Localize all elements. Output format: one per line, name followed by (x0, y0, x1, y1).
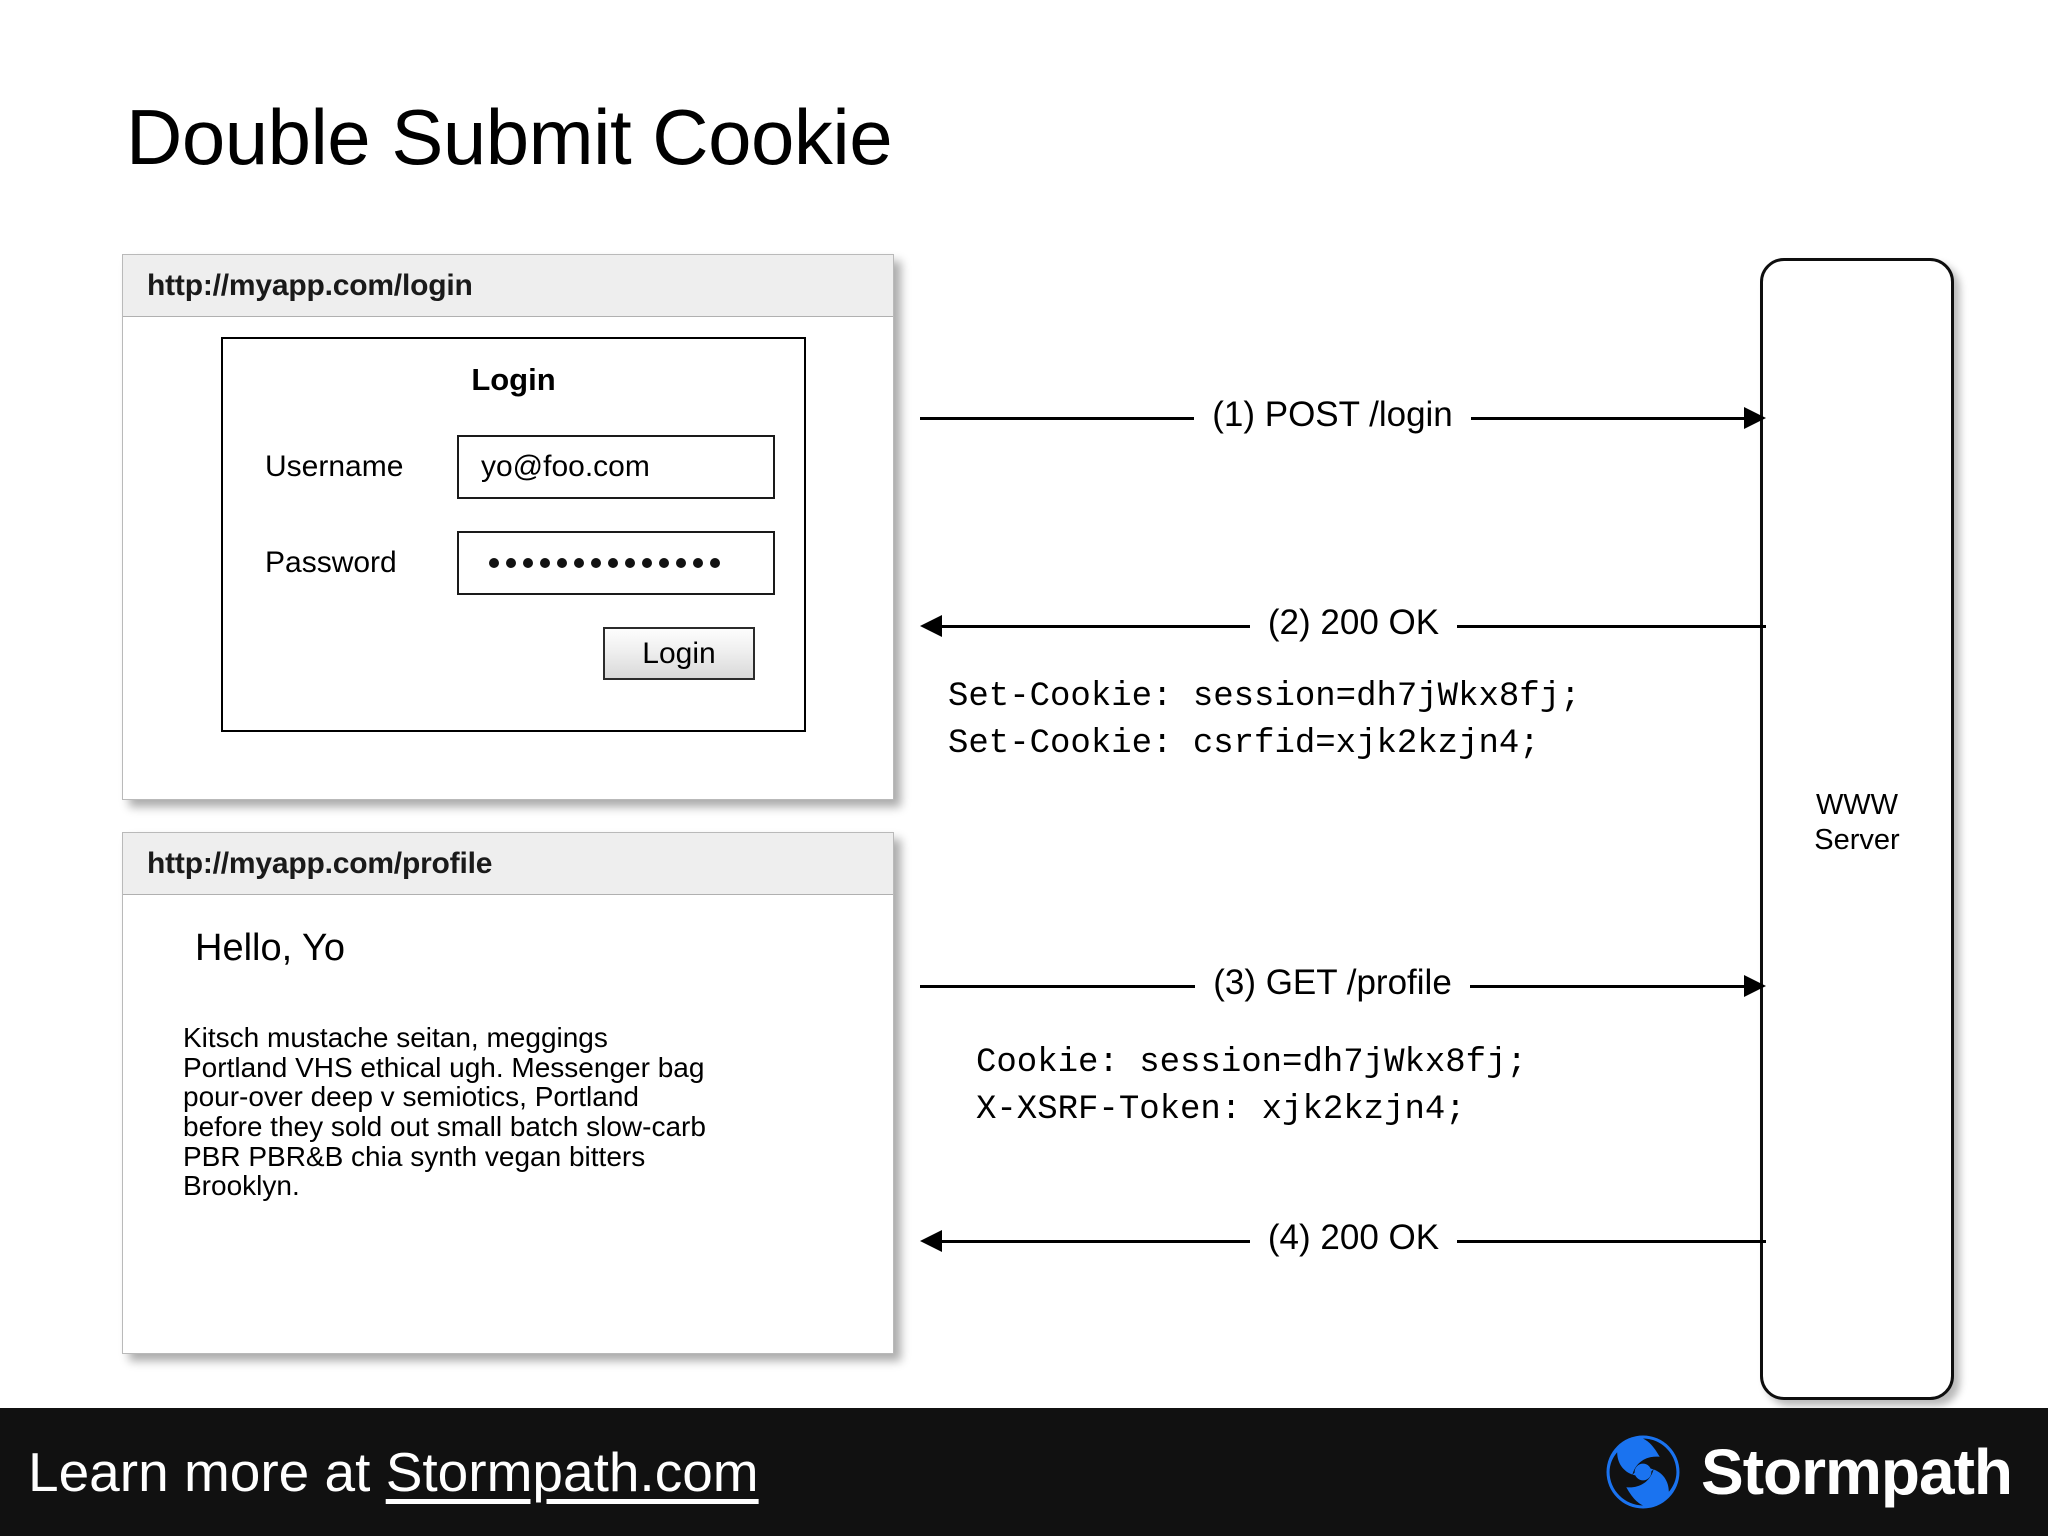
login-page-body: Login Username yo@foo.com Password Login (123, 317, 893, 799)
stormpath-wordmark: Stormpath (1701, 1436, 2013, 1508)
arrow-head-left-icon (920, 1230, 942, 1252)
footer-cta-prefix: Learn more at (28, 1441, 386, 1503)
arrow-line-left (941, 1239, 1250, 1243)
response-headers-block: Set-Cookie: session=dh7jWkx8fj; Set-Cook… (948, 678, 1581, 763)
profile-page-body: Hello, Yo Kitsch mustache seitan, meggin… (123, 895, 893, 1353)
arrow-line-right (1457, 624, 1767, 628)
footer-cta: Learn more at Stormpath.com (28, 1440, 759, 1504)
stormpath-cyclone-icon (1606, 1435, 1680, 1509)
arrow-head-left-icon (920, 615, 942, 637)
message-arrow-3: (3) GET /profile (920, 963, 1766, 1009)
message-label-3: (3) GET /profile (1213, 963, 1452, 1002)
arrow-head-right-icon (1744, 975, 1766, 997)
profile-url-text: http://myapp.com/profile (147, 846, 493, 880)
login-form: Login Username yo@foo.com Password Login (221, 337, 806, 732)
login-url-bar[interactable]: http://myapp.com/login (123, 255, 893, 317)
arrow-line-right (1469, 984, 1745, 988)
password-masked-dots (481, 558, 720, 568)
message-arrow-2: (2) 200 OK (920, 603, 1767, 649)
username-label: Username (265, 450, 404, 483)
username-row: Username yo@foo.com (223, 435, 804, 499)
arrow-line-right (1457, 1239, 1767, 1243)
footer-cta-link[interactable]: Stormpath.com (385, 1441, 759, 1503)
profile-body-text: Kitsch mustache seitan, meggings Portlan… (183, 1022, 706, 1202)
arrow-line-left (941, 624, 1250, 628)
login-browser-window: http://myapp.com/login Login Username yo… (122, 254, 894, 800)
message-arrow-4: (4) 200 OK (920, 1218, 1767, 1264)
login-submit-button[interactable]: Login (603, 627, 755, 680)
page-title: Double Submit Cookie (126, 93, 893, 181)
password-input[interactable] (457, 531, 775, 595)
password-label: Password (265, 546, 397, 579)
message-arrow-1: (1) POST /login (920, 395, 1766, 441)
arrow-line-right (1470, 416, 1745, 420)
profile-greeting: Hello, Yo (195, 927, 346, 969)
arrow-head-right-icon (1744, 407, 1766, 429)
username-input[interactable]: yo@foo.com (457, 435, 775, 499)
message-label-2: (2) 200 OK (1267, 603, 1440, 642)
password-row: Password (223, 531, 804, 595)
arrow-line-left (920, 416, 1195, 420)
profile-browser-window: http://myapp.com/profile Hello, Yo Kitsc… (122, 832, 894, 1354)
footer-bar: Learn more at Stormpath.com Stormpath (0, 1408, 2048, 1536)
request-headers-block: Cookie: session=dh7jWkx8fj; X-XSRF-Token… (976, 1044, 1527, 1129)
login-url-text: http://myapp.com/login (147, 268, 473, 302)
login-form-heading: Login (471, 362, 556, 397)
message-label-4: (4) 200 OK (1267, 1218, 1440, 1257)
profile-url-bar[interactable]: http://myapp.com/profile (123, 833, 893, 895)
stormpath-logo[interactable]: Stormpath (1605, 1434, 2013, 1510)
message-label-1: (1) POST /login (1212, 395, 1453, 434)
arrow-line-left (920, 984, 1196, 988)
